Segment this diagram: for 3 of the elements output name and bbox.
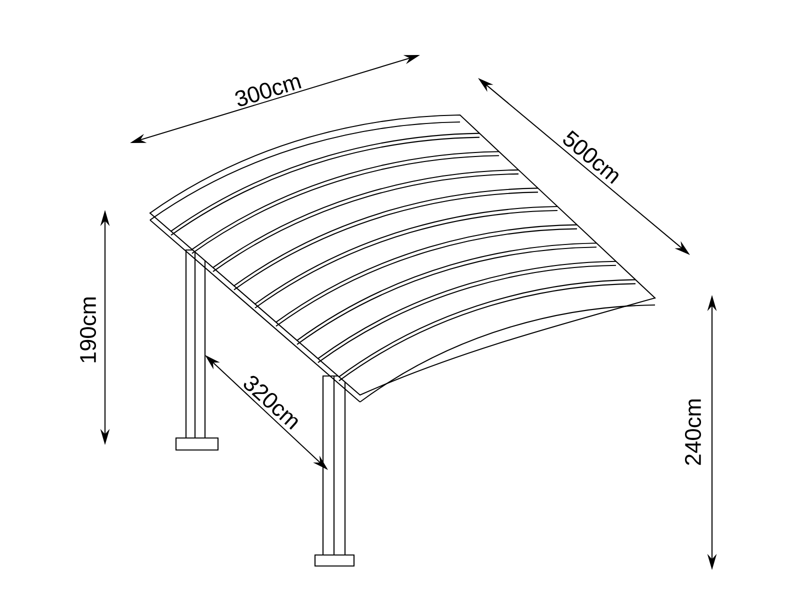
- dimension-label: 300cm: [235, 77, 302, 106]
- dimension-label: 240cm: [684, 399, 702, 465]
- dimension-label: 190cm: [80, 297, 96, 362]
